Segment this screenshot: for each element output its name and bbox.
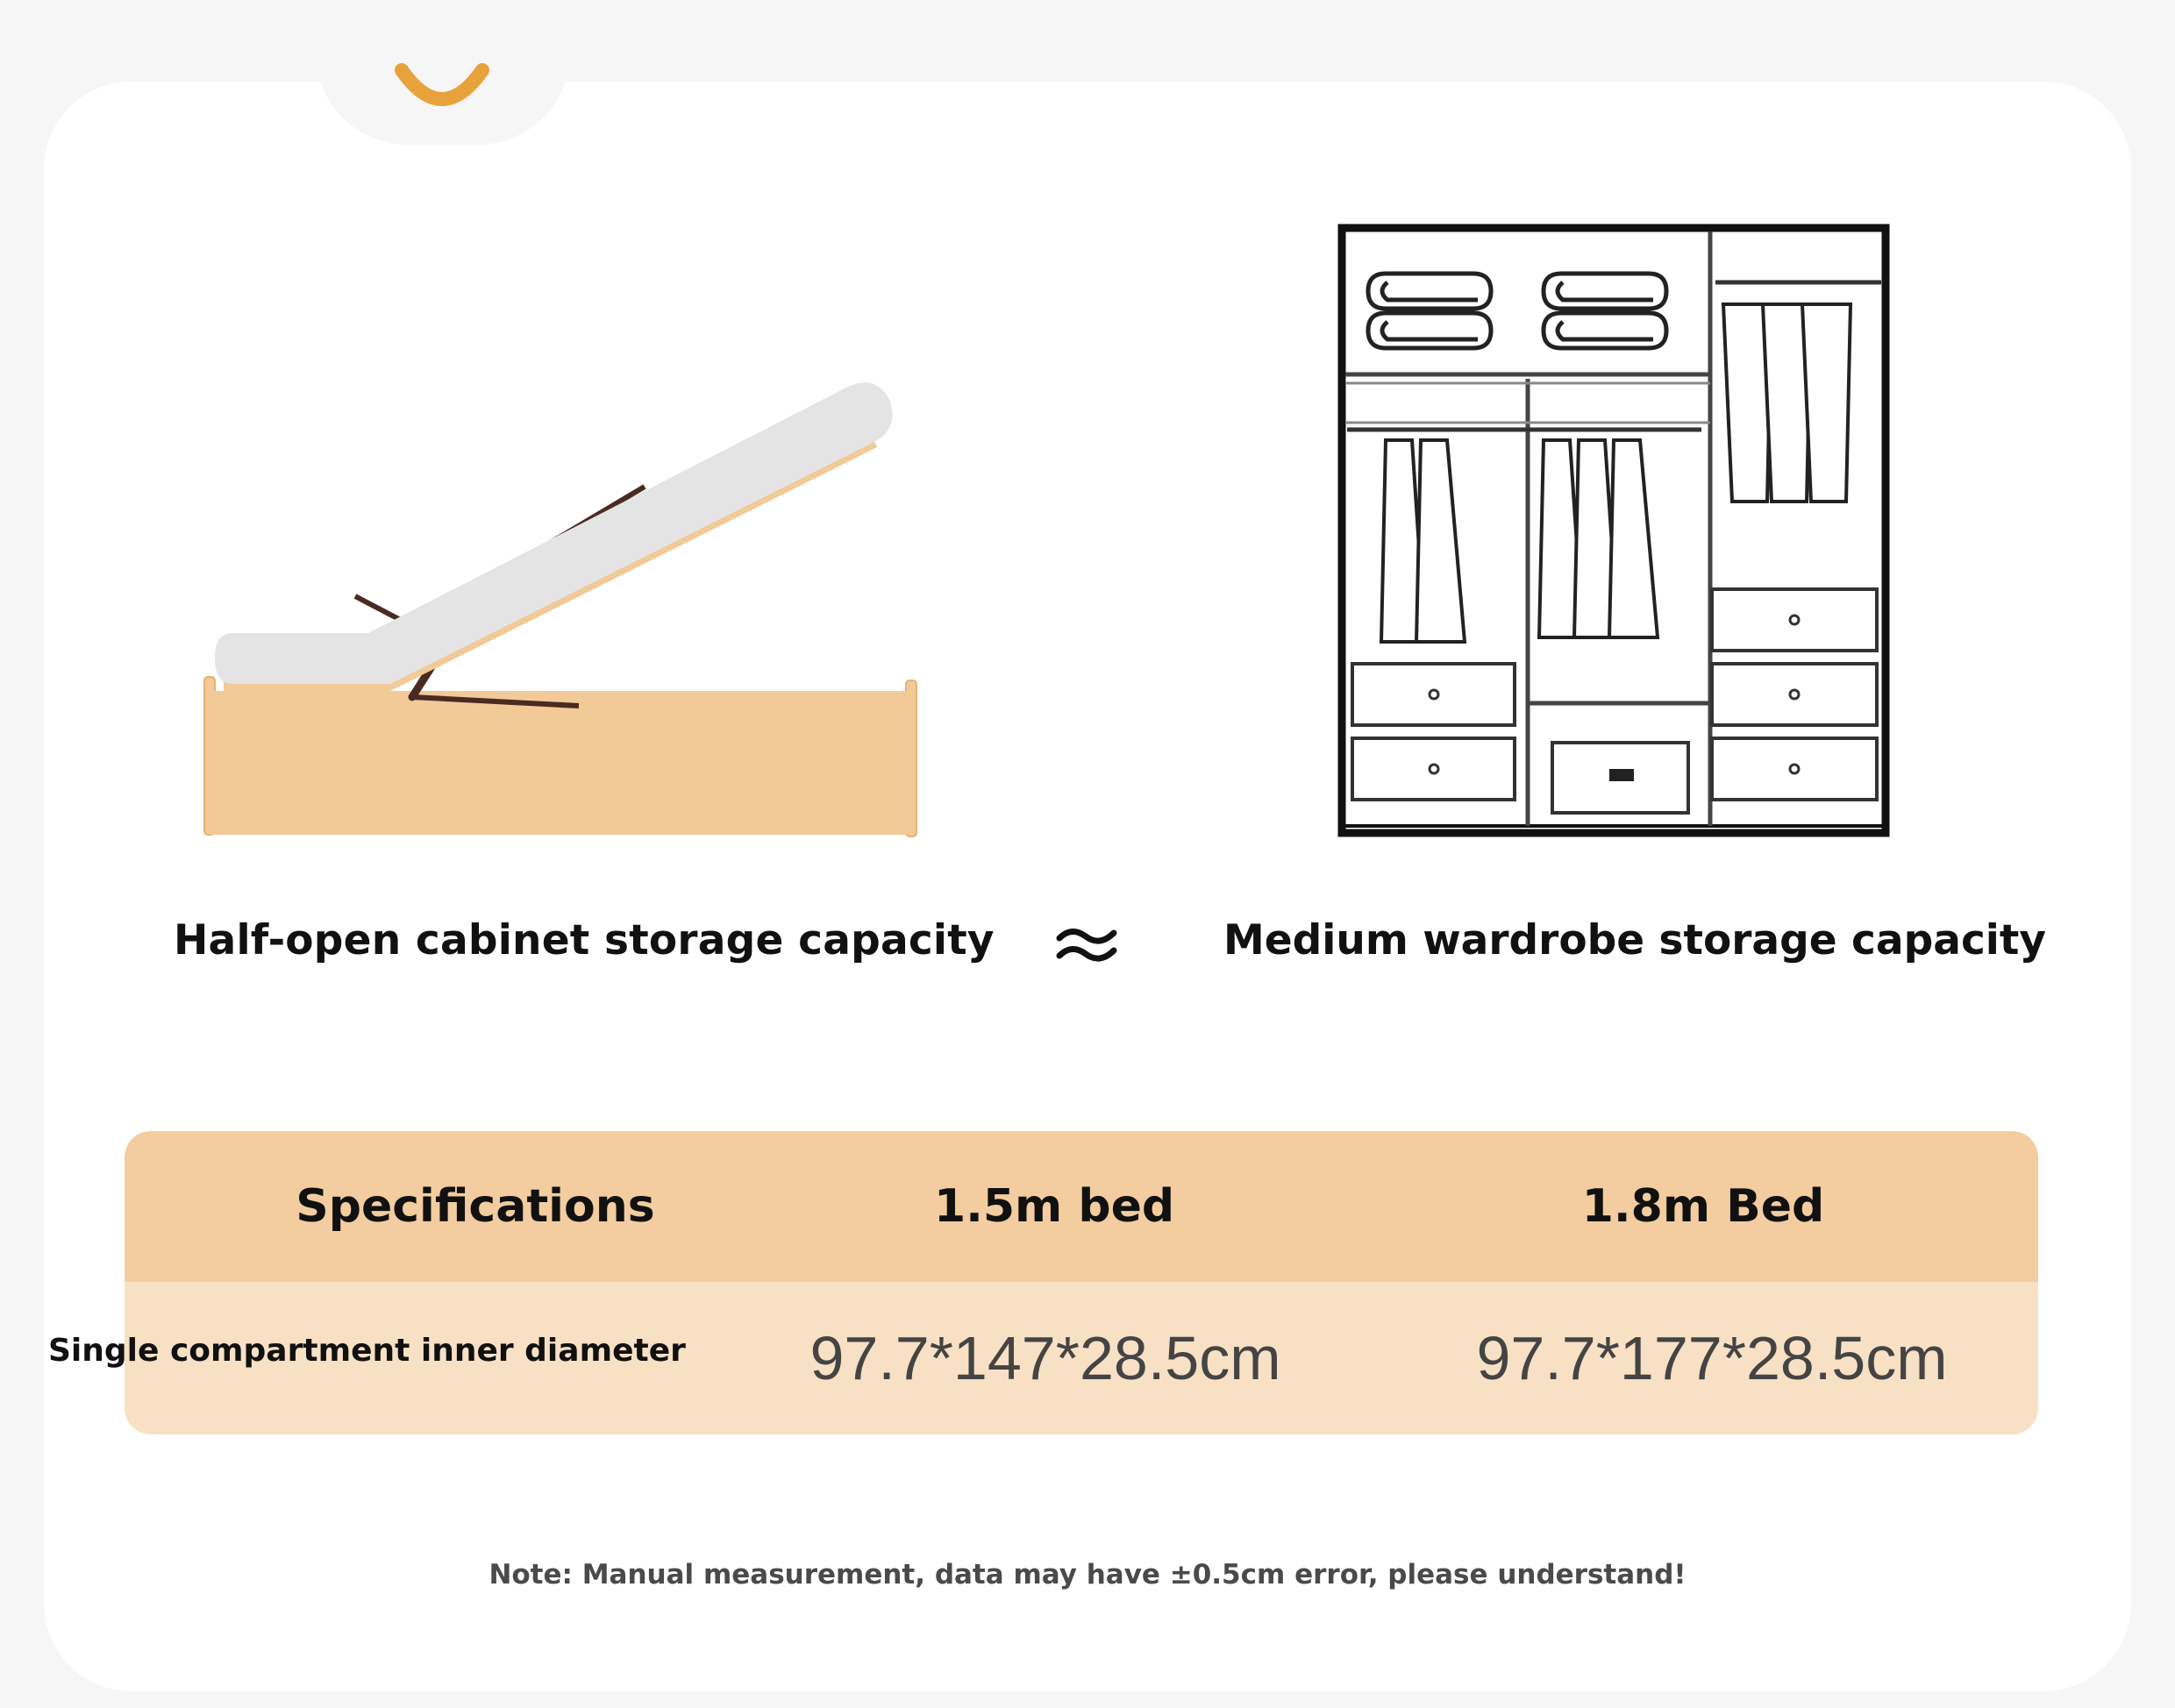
right-caption: Medium wardrobe storage capacity [1223,916,2047,964]
table-header-row: Specifications 1.5m bed 1.8m Bed [125,1131,2038,1282]
table-row: 97.7*147*28.5cm 97.7*177*28.5cm [125,1282,2038,1434]
wardrobe-illustration [1337,224,1890,837]
header-1-5m-bed: 1.5m bed [933,1180,1175,1233]
header-1-8m-bed: 1.8m Bed [1581,1180,1825,1233]
value-1-5m-bed: 97.7*147*28.5cm [809,1324,1281,1392]
value-1-8m-bed: 97.7*177*28.5cm [1476,1324,1948,1392]
measurement-note: Note: Manual measurement, data may have … [488,1559,1687,1591]
lift-bed-illustration [203,382,917,837]
approx-icon [1056,929,1117,962]
spec-table: Specifications 1.5m bed 1.8m Bed 97.7*14… [125,1131,2038,1434]
left-caption: Half-open cabinet storage capacity [174,916,995,964]
smile-icon [395,63,489,106]
header-specifications: Specifications [296,1180,655,1233]
row-label-inner-diameter: Single compartment inner diameter [48,1333,686,1369]
